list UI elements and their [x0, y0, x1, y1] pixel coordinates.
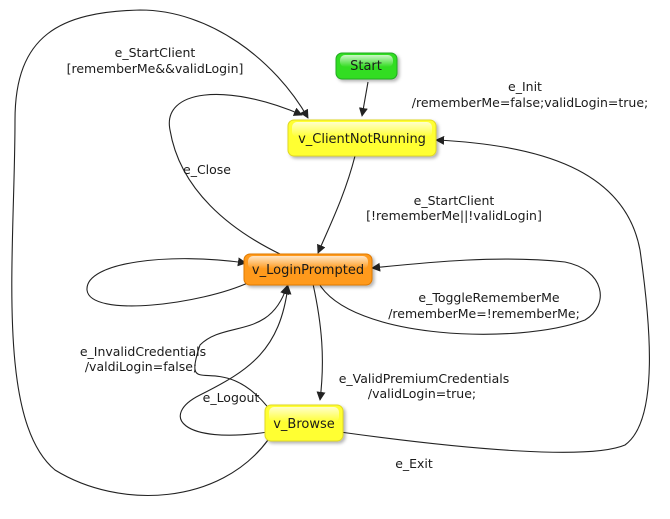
label-invalid-credentials-action: /valdiLogin=false;: [85, 359, 197, 374]
node-client-not-running-gloss: [292, 122, 432, 137]
edge-init: [339, 135, 650, 453]
label-exit-event: e_Exit: [395, 456, 433, 471]
edge-start-client-prompt: [317, 155, 356, 254]
edge-invalid-credentials: [194, 285, 289, 411]
label-valid-premium-credentials-action: /validLogin=true;: [368, 386, 476, 401]
label-start-client-prompt-guard: [!rememberMe||!validLogin]: [366, 208, 542, 223]
node-start-label: Start: [350, 59, 382, 74]
label-toggle-remember-me-action: /rememberMe=!rememberMe;: [388, 306, 580, 321]
node-browse-gloss: [269, 407, 339, 422]
node-browse: v_Browse: [264, 404, 344, 442]
node-start-gloss: [340, 55, 393, 67]
label-close-event: e_Close: [183, 162, 231, 177]
node-browse-label: v_Browse: [273, 417, 335, 432]
edge-start-to-client-not-running: [358, 81, 369, 117]
edge-start-client-remembered: [11, 9, 309, 497]
edge-valid-premium-credentials: [312, 283, 326, 401]
edge-logout: [179, 285, 292, 436]
edge-close: [168, 93, 303, 256]
label-logout-event: e_Logout: [203, 390, 260, 405]
label-init-event: e_Init: [508, 79, 542, 94]
label-start-client-prompt-event: e_StartClient: [414, 193, 495, 208]
node-login-prompted-label: v_LoginPrompted: [252, 263, 364, 278]
node-client-not-running: v_ClientNotRunning: [287, 119, 437, 157]
edge-toggle-remember-me: [317, 258, 601, 335]
edge-login-prompted-self-loop: [86, 257, 251, 307]
node-login-prompted-gloss: [248, 256, 368, 269]
node-start: Start: [335, 52, 398, 80]
node-login-prompted: v_LoginPrompted: [243, 253, 373, 286]
label-valid-premium-credentials-event: e_ValidPremiumCredentials: [339, 371, 510, 386]
label-toggle-remember-me-event: e_ToggleRememberMe: [418, 290, 560, 305]
label-init-action: /rememberMe=false;validLogin=true;: [412, 95, 648, 110]
node-client-not-running-label: v_ClientNotRunning: [298, 132, 426, 147]
label-invalid-credentials-event: e_InvalidCredentials: [80, 344, 206, 359]
label-start-client-remembered-guard: [rememberMe&&validLogin]: [67, 61, 244, 76]
label-start-client-remembered-event: e_StartClient: [115, 45, 196, 60]
